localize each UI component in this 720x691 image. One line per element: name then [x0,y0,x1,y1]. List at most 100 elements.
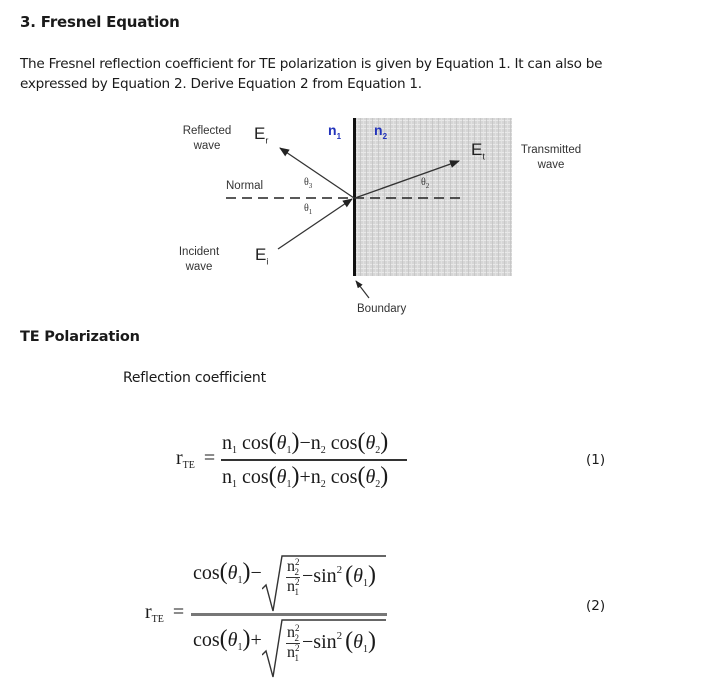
theta: θ [365,466,376,488]
rparen: ) [367,628,376,655]
incident-wave-label: Incident wave [168,245,230,275]
lparen: ( [357,429,366,455]
minus: − [299,432,311,454]
rparen: ) [242,626,251,652]
rparen: ) [291,429,300,455]
n: n [310,432,321,454]
rparen: ) [242,559,251,585]
cos: cos [193,562,220,584]
n-subscript: 1 [336,131,342,141]
lparen: ( [219,559,228,585]
eq2-number: (2) [586,598,606,614]
sup: 2 [295,643,300,653]
plus: + [250,629,262,651]
minus: − [250,562,262,584]
boundary-label: Boundary [357,303,407,315]
theta-subscript: 1 [308,208,313,216]
rparen: ) [380,463,389,489]
sub: 2 [294,567,300,577]
reflected-ray [279,147,355,199]
cos: cos [193,629,220,651]
medium-2-region [356,118,512,276]
equals-sign: = [172,601,185,623]
medium-2-label: n2 [374,122,387,141]
r-symbol: r [145,601,152,623]
n: n [222,432,232,454]
sub: 1 [362,644,368,656]
rparen: ) [380,429,389,455]
eq1-denominator: n1 cos(θ1)+n2 cos(θ2) [222,463,388,490]
frac-den: n21 [286,577,300,597]
minus: − [302,565,314,588]
reflected-label-line2: wave [193,140,221,152]
frac-num: n22 [286,623,300,644]
sub: 1 [232,445,237,456]
sub: 1 [362,578,368,590]
field-symbol: E [471,140,483,159]
n2-over-n1: n22 n21 [286,623,300,663]
transmitted-field-label: Et [471,140,485,161]
minus: − [302,631,314,654]
sub: 2 [320,479,326,490]
sin: sin [313,631,337,654]
fresnel-diagram: Reflected wave Er n 1 n2 Et Transmitted w… [0,0,720,330]
n2-over-n1: n22 n21 [286,557,300,597]
field-subscript: t [482,151,485,162]
transmitted-label-line2: wave [537,159,565,171]
equals-sign: = [203,447,216,469]
transmitted-ray [354,160,460,199]
n: n [287,624,295,641]
sup: 2 [295,577,300,587]
eq2-numerator-radicand: n22 n21 −sin2(θ1) [284,557,376,597]
cos: cos [330,466,358,488]
section-heading: 3. Fresnel Equation [20,13,180,31]
field-subscript: i [266,256,269,267]
theta-1-label: θ1 [304,203,312,216]
theta: θ [227,629,238,651]
theta: θ [227,562,238,584]
theta: θ [353,565,363,588]
eq1-number: (1) [586,452,606,468]
theta: θ [365,432,376,454]
cos: cos [330,432,358,454]
theta-subscript: 2 [425,182,430,190]
sin: sin [313,565,337,588]
eq1-lhs: rTE = [176,447,215,471]
lparen: ( [219,626,228,652]
sub: 2 [294,633,300,643]
lparen: ( [268,463,277,489]
theta-symbol: θ [304,177,309,188]
theta-symbol: θ [421,177,426,188]
transmitted-wave-label: Transmitted wave [508,143,594,173]
reflected-wave-label: Reflected wave [172,124,242,154]
theta: θ [276,432,287,454]
sup: 2 [295,557,300,567]
incident-ray [277,198,353,250]
diagram-graphics [226,118,512,299]
sub: 2 [375,479,381,490]
te-subscript: TE [182,460,195,471]
reflected-field-label: Er [254,124,268,145]
frac-den: n21 [286,643,300,663]
eq2-numerator-sqrt [262,555,386,612]
transmitted-label-line1: Transmitted [520,144,582,156]
lparen: ( [357,463,366,489]
sub: 1 [286,445,292,456]
n-subscript: 2 [382,131,388,141]
cos: cos [242,466,269,488]
intro-line-2: expressed by Equation 2. Derive Equation… [20,76,422,92]
frac-num: n22 [286,557,300,578]
sub: 1 [294,653,300,663]
incident-label-line1: Incident [178,246,220,258]
sup: 2 [336,564,343,577]
reflected-label-line1: Reflected [182,125,232,137]
n: n [287,558,295,575]
theta-symbol: θ [304,203,309,214]
n-symbol: n [374,122,383,138]
eq2-denominator-sqrt [262,619,386,678]
sub: 1 [237,642,243,653]
theta-2-label: θ2 [421,177,429,190]
theta-subscript: 3 [308,182,313,190]
lparen: ( [345,562,354,589]
te-subscript: TE [151,614,164,625]
